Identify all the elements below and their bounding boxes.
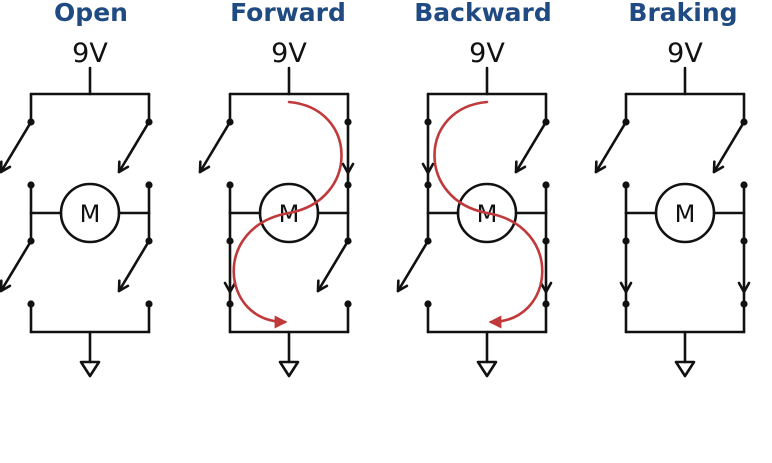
motor-icon xyxy=(59,182,121,244)
panel-title: Forward xyxy=(230,0,346,27)
switch-arrow xyxy=(341,162,355,175)
motor-label: M xyxy=(675,200,696,228)
switch-open xyxy=(316,239,350,293)
panel-title: Open xyxy=(54,0,128,27)
switch-open xyxy=(0,120,33,174)
switch-arrow xyxy=(712,160,725,174)
switch-arrow xyxy=(619,281,633,294)
switch-arrow xyxy=(316,279,329,293)
switch-open xyxy=(514,120,548,174)
switch-open xyxy=(117,239,151,293)
current-path-arrow xyxy=(433,100,544,329)
switch-arrow xyxy=(198,160,211,174)
switch-open xyxy=(712,120,746,174)
switch-arrow xyxy=(117,279,130,293)
voltage-label: 9V xyxy=(667,38,703,69)
switch-arrow xyxy=(737,281,751,294)
switch-arrow xyxy=(223,281,237,294)
switch-arrow xyxy=(421,162,435,175)
panel-open: Open 9V M xyxy=(0,0,153,378)
panel-braking: Braking 9V M xyxy=(594,0,751,378)
switch-arrow xyxy=(396,279,409,293)
switch-arrow xyxy=(117,160,130,174)
switch-arrow xyxy=(539,281,553,294)
ground-icon xyxy=(278,360,300,378)
switch-contact xyxy=(344,300,352,308)
motor-icon xyxy=(654,182,716,244)
motor-icon xyxy=(456,182,518,244)
switch-arrow xyxy=(594,160,607,174)
switch-arrow xyxy=(0,279,12,293)
switch-contact xyxy=(27,300,35,308)
panel-title: Braking xyxy=(628,0,737,27)
switch-arrow xyxy=(0,160,12,174)
switch-arrow xyxy=(514,160,527,174)
switch-open xyxy=(396,239,430,293)
switch-open xyxy=(198,120,232,174)
ground-icon xyxy=(674,360,696,378)
ground-icon xyxy=(79,360,101,378)
panel-title: Backward xyxy=(414,0,552,27)
current-path-arrow xyxy=(232,100,343,329)
ground-icon xyxy=(476,360,498,378)
switch-contact xyxy=(424,300,432,308)
switch-open xyxy=(594,120,628,174)
motor-label: M xyxy=(80,200,101,228)
voltage-label: 9V xyxy=(469,38,505,69)
switch-contact xyxy=(145,300,153,308)
voltage-label: 9V xyxy=(271,38,307,69)
motor-icon xyxy=(258,182,320,244)
voltage-label: 9V xyxy=(72,38,108,69)
switch-open xyxy=(0,239,33,293)
switch-open xyxy=(117,120,151,174)
